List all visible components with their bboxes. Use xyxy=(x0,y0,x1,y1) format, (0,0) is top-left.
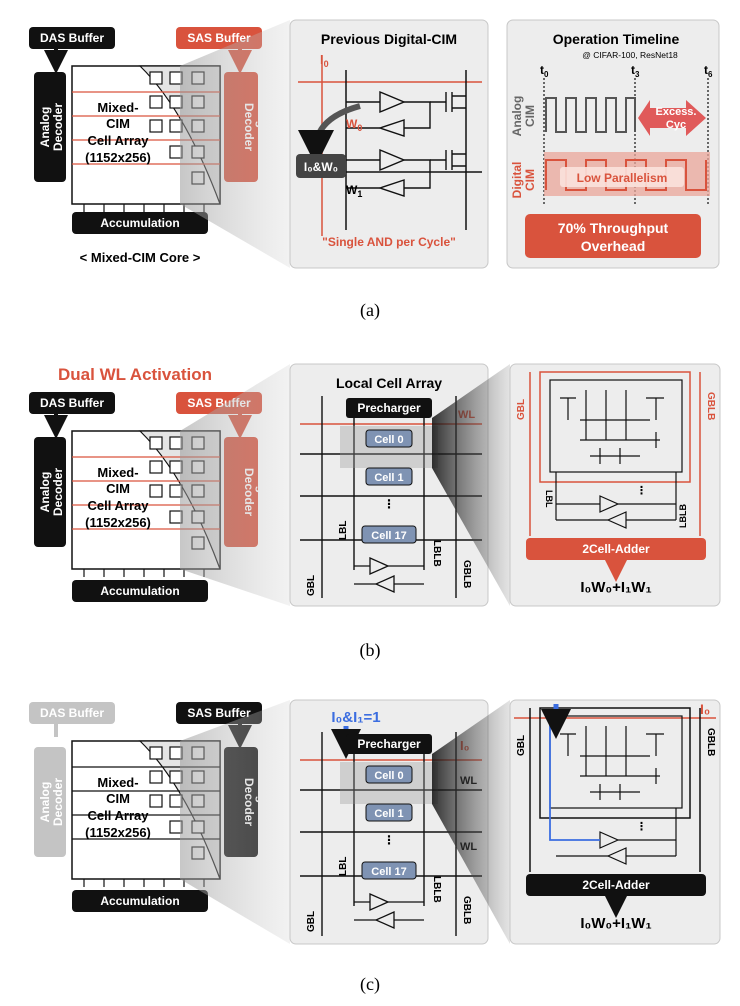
gbl-label: GBL xyxy=(306,911,317,932)
precharger-label: Precharger xyxy=(357,401,421,415)
sas-buffer-label: SAS Buffer xyxy=(187,706,251,720)
panel-a: DAS Buffer SAS Buffer AnalogDecoder Digi… xyxy=(29,19,720,321)
cell-17-label: Cell 17 xyxy=(371,530,406,542)
result-label: I₀W₀+I₁W₁ xyxy=(580,579,651,596)
panel-b: Dual WL Activation DAS Buffer SAS Buffer… xyxy=(29,363,721,661)
dual-wl-label: Dual WL Activation xyxy=(58,365,212,384)
array-line-3: Cell Array xyxy=(88,808,150,823)
gbl-label: GBL xyxy=(306,575,317,596)
array-line-2: CIM xyxy=(106,791,130,806)
timeline-subtitle: @ CIFAR-100, ResNet18 xyxy=(582,50,678,60)
accumulation-label: Accumulation xyxy=(100,894,179,908)
lbl-label: LBL xyxy=(544,490,554,508)
adder-detail-c: I₀ GBL GBLB ⋮ 2Cell-Adder I₀W₀+I₁W₁ xyxy=(509,699,721,945)
adder-label: 2Cell-Adder xyxy=(582,542,650,556)
array-line-4: (1152x256) xyxy=(85,825,151,840)
previous-digital-cim: Previous Digital-CIM I0 W0 W1 I₀&W₀ "Sin… xyxy=(289,19,489,269)
das-buffer-label: DAS Buffer xyxy=(40,706,104,720)
array-line-2: CIM xyxy=(106,481,130,496)
low-parallelism-label: Low Parallelism xyxy=(577,171,668,185)
cell-17-label: Cell 17 xyxy=(371,866,406,878)
array-line-3: Cell Array xyxy=(88,133,150,148)
gbl-label: GBL xyxy=(516,399,527,420)
cyc-label: Cyc xyxy=(666,119,686,131)
array-line-2: CIM xyxy=(106,116,130,131)
overhead-line-2: Overhead xyxy=(581,238,646,254)
local-title: Local Cell Array xyxy=(336,375,442,391)
svg-text:⋮: ⋮ xyxy=(636,485,647,497)
analog-cim-label: AnalogCIM xyxy=(510,96,537,137)
caption-b: (b) xyxy=(360,640,381,661)
array-line-4: (1152x256) xyxy=(85,150,151,165)
cell-1-label: Cell 1 xyxy=(374,808,403,820)
i0-i1-label: I₀&I₁=1 xyxy=(331,709,380,726)
operation-timeline: Operation Timeline @ CIFAR-100, ResNet18… xyxy=(506,19,720,269)
svg-text:⋮: ⋮ xyxy=(383,833,395,847)
i0-label: I₀ xyxy=(700,701,710,717)
gblb-label: GBLB xyxy=(461,560,472,588)
and-label: I₀&W₀ xyxy=(304,160,338,174)
t0-label: t0 xyxy=(540,63,549,79)
das-buffer-box xyxy=(29,27,115,49)
and-box xyxy=(296,154,346,178)
das-buffer-label: DAS Buffer xyxy=(40,31,104,45)
gbl-label: GBL xyxy=(516,735,527,756)
precharger-label: Precharger xyxy=(357,737,421,751)
array-line-1: Mixed- xyxy=(97,775,138,790)
digital-cim-label: DigitalCIM xyxy=(510,162,537,199)
i0-label: I0 xyxy=(320,52,329,69)
lbl-label: LBL xyxy=(338,521,349,540)
adder-detail-b: GBL GBLB ⋮ LBL LBLB 2Cell-Adder I₀W₀+I₁W… xyxy=(509,363,721,607)
prev-title: Previous Digital-CIM xyxy=(321,31,457,47)
excess-label: Excess. xyxy=(656,106,697,118)
lblb-label: LBLB xyxy=(678,504,688,528)
lbl-label: LBL xyxy=(338,857,349,876)
gblb-label: GBLB xyxy=(705,392,716,420)
t6-label: t6 xyxy=(704,63,713,79)
gblb-label: GBLB xyxy=(461,896,472,924)
w1-label: W1 xyxy=(346,183,362,199)
analog-decoder-box xyxy=(34,72,66,182)
accumulation-label: Accumulation xyxy=(100,216,179,230)
cell-1-label: Cell 1 xyxy=(374,472,403,484)
lblb-label: LBLB xyxy=(431,540,442,567)
timeline-title: Operation Timeline xyxy=(553,31,680,47)
t3-label: t3 xyxy=(631,63,640,79)
svg-text:⋮: ⋮ xyxy=(383,497,395,511)
array-line-4: (1152x256) xyxy=(85,515,151,530)
panel-c: DAS Buffer SAS Buffer AnalogDecoder Digi… xyxy=(29,699,721,995)
array-line-1: Mixed- xyxy=(97,465,138,480)
analog-decoder-label: AnalogDecoder xyxy=(38,778,65,826)
overhead-line-1: 70% Throughput xyxy=(558,220,669,236)
result-label: I₀W₀+I₁W₁ xyxy=(580,915,651,932)
caption-a: (a) xyxy=(360,300,380,321)
adder-label: 2Cell-Adder xyxy=(582,878,650,892)
analog-decoder-label: AnalogDecoder xyxy=(38,468,65,516)
lblb-label: LBLB xyxy=(431,876,442,903)
local-cell-array-b: Local Cell Array Precharger WL Cell 0 Ce… xyxy=(289,363,489,607)
cell-0-label: Cell 0 xyxy=(374,770,403,782)
gblb-label: GBLB xyxy=(705,728,716,756)
analog-decoder-label: AnalogDecoder xyxy=(38,103,65,151)
array-line-3: Cell Array xyxy=(88,498,150,513)
svg-text:⋮: ⋮ xyxy=(636,821,647,833)
overhead-box xyxy=(525,214,701,258)
cell-0-label: Cell 0 xyxy=(374,434,403,446)
array-line-1: Mixed- xyxy=(97,100,138,115)
single-and-label: "Single AND per Cycle" xyxy=(322,235,456,249)
accumulation-label: Accumulation xyxy=(100,584,179,598)
core-label: < Mixed-CIM Core > xyxy=(80,250,201,265)
accumulation-box xyxy=(72,212,208,234)
das-buffer-label: DAS Buffer xyxy=(40,396,104,410)
caption-c: (c) xyxy=(360,974,380,995)
sas-buffer-label: SAS Buffer xyxy=(187,31,251,45)
w0-label: W0 xyxy=(346,117,362,133)
